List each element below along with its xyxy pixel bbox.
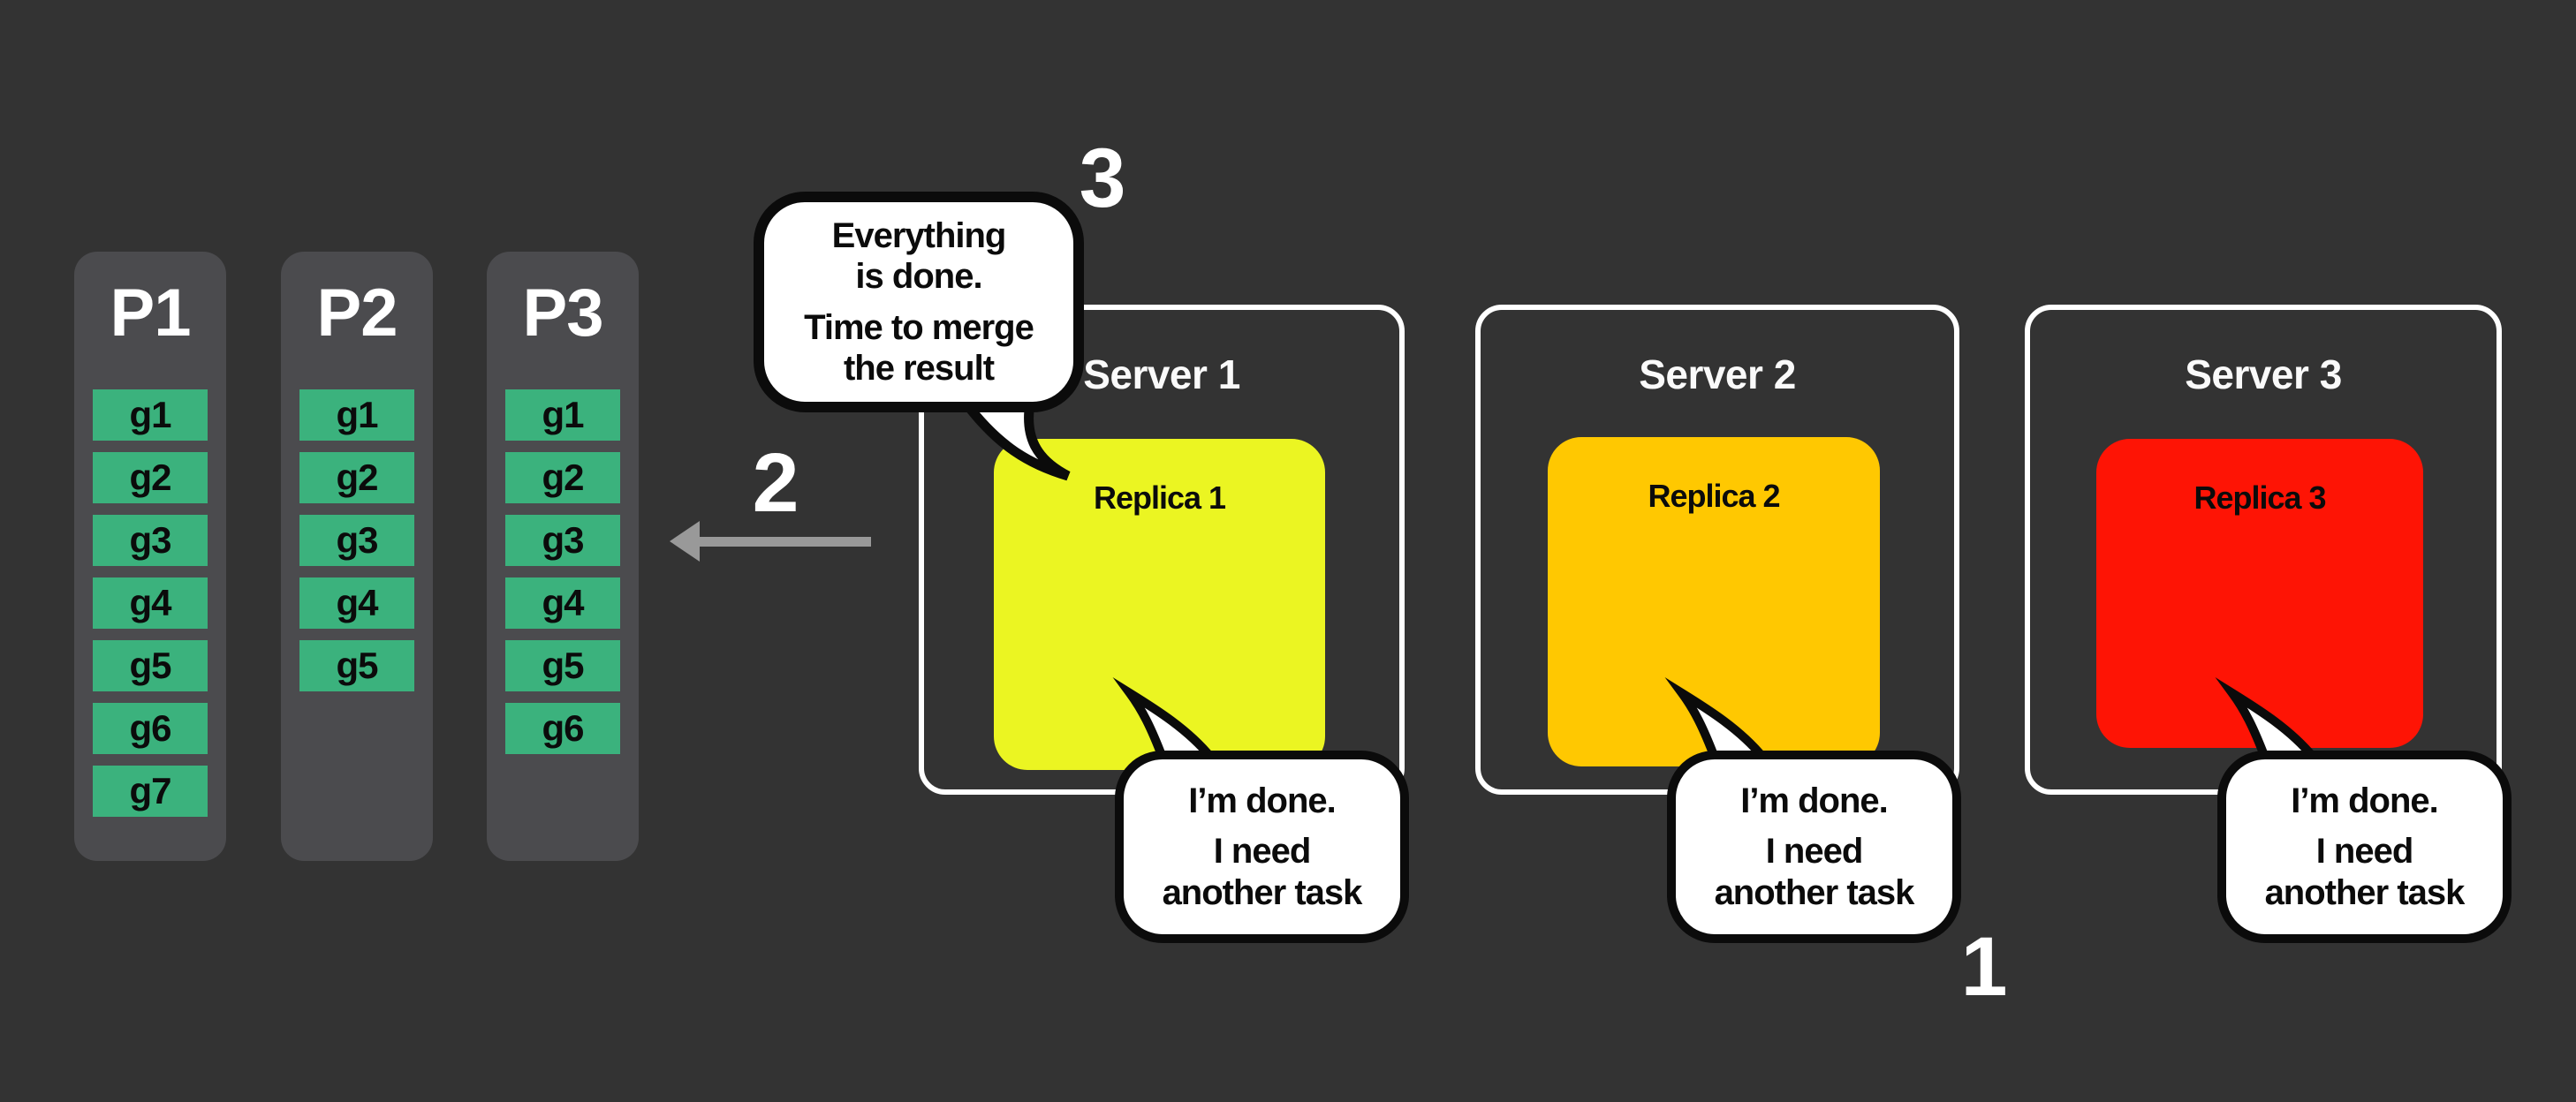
speech-tail-server2-bubble <box>1664 677 1773 762</box>
step-number-1: 1 <box>1960 920 2008 1014</box>
bubble-line: I need <box>2315 831 2414 871</box>
replica-1-label: Replica 1 <box>1093 479 1226 516</box>
speech-tail-server1-bubble <box>1112 677 1221 762</box>
speech-tail-merge-bubble <box>955 397 1071 481</box>
bubble-line: another task <box>1714 872 1915 912</box>
server-1-label: Server 1 <box>1083 351 1240 397</box>
task-chip: g1 <box>505 389 620 441</box>
task-chip: g4 <box>299 577 414 629</box>
merge-bubble-line: Time to merge <box>804 308 1034 347</box>
bubble-line: I’m done. <box>1740 781 1889 820</box>
task-chip: g2 <box>505 452 620 503</box>
merge-bubble-paragraph-1: Everything is done. <box>831 215 1007 297</box>
merge-speech-bubble: Everything is done. Time to merge the re… <box>754 192 1084 412</box>
task-chip: g3 <box>93 515 208 566</box>
partition-title: P3 <box>522 276 604 351</box>
task-chip: g3 <box>505 515 620 566</box>
task-chip: g5 <box>505 640 620 691</box>
partition-p1: P1 g1 g2 g3 g4 g5 g6 g7 <box>74 252 226 861</box>
left-arrow-icon <box>670 521 871 562</box>
server-1-speech-bubble: I’m done. I need another task <box>1115 751 1409 943</box>
task-chip: g7 <box>93 766 208 817</box>
merge-bubble-paragraph-2: Time to merge the result <box>804 307 1034 389</box>
server-3-speech-bubble: I’m done. I need another task <box>2217 751 2512 943</box>
replica-3: Replica 3 <box>2096 439 2423 748</box>
server-3-label: Server 3 <box>2185 351 2342 397</box>
step-number-2: 2 <box>752 436 799 530</box>
task-chip: g5 <box>299 640 414 691</box>
bubble-line: I’m done. <box>2291 781 2439 820</box>
bubble-line: I need <box>1765 831 1864 871</box>
partition-title: P2 <box>316 276 398 351</box>
task-chip: g3 <box>299 515 414 566</box>
partition-p2: P2 g1 g2 g3 g4 g5 <box>281 252 433 861</box>
merge-bubble-line: is done. <box>855 257 982 296</box>
task-chip: g1 <box>299 389 414 441</box>
task-chip: g1 <box>93 389 208 441</box>
task-chip: g2 <box>299 452 414 503</box>
task-chip: g4 <box>505 577 620 629</box>
partition-title: P1 <box>110 276 192 351</box>
task-chip: g4 <box>93 577 208 629</box>
bubble-line: I need <box>1213 831 1312 871</box>
task-chip: g6 <box>505 703 620 754</box>
bubble-line: I’m done. <box>1188 781 1337 820</box>
replica-3-label: Replica 3 <box>2193 479 2326 516</box>
partition-p3: P3 g1 g2 g3 g4 g5 g6 <box>487 252 639 861</box>
task-chip: g5 <box>93 640 208 691</box>
bubble-line: another task <box>1162 872 1363 912</box>
bubble-line: another task <box>2264 872 2466 912</box>
step-number-3: 3 <box>1079 132 1126 225</box>
task-chip: g6 <box>93 703 208 754</box>
merge-bubble-line: Everything <box>831 216 1007 255</box>
speech-tail-server3-bubble <box>2215 677 2323 762</box>
merge-bubble-line: the result <box>843 349 995 388</box>
replica-2-label: Replica 2 <box>1648 478 1780 514</box>
server-2-label: Server 2 <box>1639 351 1796 397</box>
task-chip: g2 <box>93 452 208 503</box>
server-2-speech-bubble: I’m done. I need another task <box>1667 751 1961 943</box>
